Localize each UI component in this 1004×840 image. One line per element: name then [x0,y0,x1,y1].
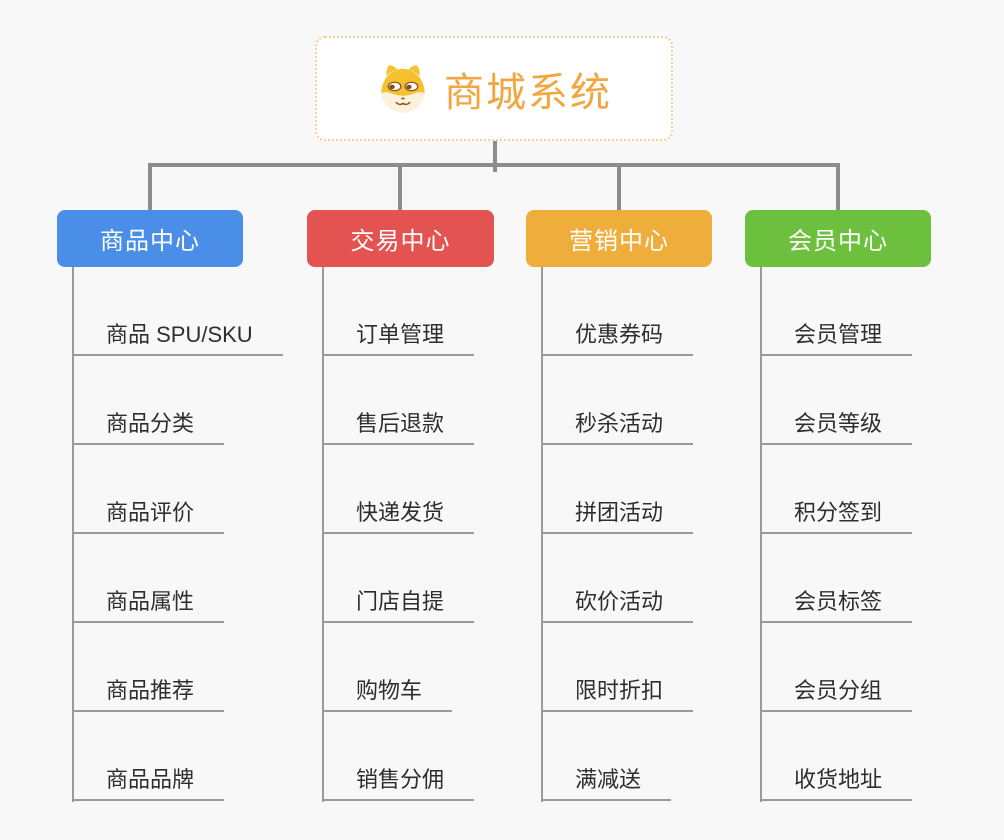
branch-topic-products[interactable]: 商品中心 [57,210,243,267]
leaf-topic-label: 售后退款 [322,406,475,445]
leaf-topic-label: 订单管理 [322,317,475,356]
leaf-topic-label: 砍价活动 [541,584,694,623]
branch-topic-label: 会员中心 [788,228,888,255]
leaf-topic-label: 积分签到 [760,495,913,534]
leaf-topic-label: 会员等级 [760,406,913,445]
leaf-topic[interactable]: 商品 SPU/SKU [72,267,283,356]
leaf-topic-label: 拼团活动 [541,495,694,534]
leaf-topic[interactable]: 商品评价 [72,445,283,534]
leaf-topic[interactable]: 秒杀活动 [541,356,694,445]
leaf-topic-label: 秒杀活动 [541,406,694,445]
leaf-topic-label: 商品 SPU/SKU [72,317,283,356]
leaf-topic[interactable]: 商品属性 [72,534,283,623]
branch-topic-label: 商品中心 [100,228,200,255]
branch-children-marketing: 优惠券码 秒杀活动 拼团活动 砍价活动 限时折扣 满减送 [541,267,694,801]
leaf-topic[interactable]: 销售分佣 [322,712,475,801]
leaf-topic[interactable]: 满减送 [541,712,693,801]
leaf-topic-label: 销售分佣 [322,762,475,801]
branch-children-trade: 订单管理 售后退款 快递发货 门店自提 购物车 销售分佣 [322,267,475,801]
branch-children-products: 商品 SPU/SKU 商品分类 商品评价 商品属性 商品推荐 商品品牌 [72,267,283,801]
branch-children-members: 会员管理 会员等级 积分签到 会员标签 会员分组 收货地址 [760,267,913,801]
leaf-topic[interactable]: 积分签到 [760,445,913,534]
connector-line [148,163,152,210]
connector-line [72,267,74,802]
leaf-topic[interactable]: 收货地址 [760,712,913,801]
connector-line [836,163,840,210]
branch-topic-label: 交易中心 [350,228,451,255]
connector-line [541,267,543,802]
leaf-topic-label: 会员标签 [760,584,913,623]
leaf-topic-label: 商品品牌 [72,762,225,801]
leaf-topic-label: 商品属性 [72,584,225,623]
connector-line [398,163,402,210]
leaf-topic-label: 满减送 [541,762,672,801]
leaf-topic-label: 会员分组 [760,673,913,712]
leaf-topic-label: 优惠券码 [541,317,694,356]
leaf-topic-label: 收货地址 [760,762,913,801]
branch-topic-trade[interactable]: 交易中心 [307,210,494,267]
leaf-topic-label: 限时折扣 [541,673,694,712]
connector-line [148,163,840,167]
doge-icon [376,62,430,116]
leaf-topic-label: 商品分类 [72,406,225,445]
leaf-topic[interactable]: 砍价活动 [541,534,694,623]
leaf-topic-label: 快递发货 [322,495,475,534]
root-topic-label: 商城系统 [444,70,612,115]
connector-line [617,163,621,210]
leaf-topic-label: 会员管理 [760,317,913,356]
leaf-topic[interactable]: 门店自提 [322,534,475,623]
leaf-topic[interactable]: 订单管理 [322,267,475,356]
leaf-topic[interactable]: 商品分类 [72,356,283,445]
connector-line [760,267,762,802]
leaf-topic[interactable]: 购物车 [322,623,474,712]
branch-topic-members[interactable]: 会员中心 [745,210,931,267]
leaf-topic[interactable]: 拼团活动 [541,445,694,534]
connector-line [493,141,497,172]
root-topic[interactable]: 商城系统 [315,36,673,141]
leaf-topic[interactable]: 售后退款 [322,356,475,445]
leaf-topic-label: 门店自提 [322,584,475,623]
leaf-topic[interactable]: 限时折扣 [541,623,694,712]
leaf-topic[interactable]: 会员管理 [760,267,913,356]
leaf-topic[interactable]: 会员等级 [760,356,913,445]
leaf-topic[interactable]: 优惠券码 [541,267,694,356]
connector-line [322,267,324,802]
leaf-topic[interactable]: 商品品牌 [72,712,283,801]
branch-topic-marketing[interactable]: 营销中心 [526,210,712,267]
leaf-topic[interactable]: 会员标签 [760,534,913,623]
leaf-topic[interactable]: 商品推荐 [72,623,283,712]
leaf-topic-label: 商品评价 [72,495,225,534]
leaf-topic-label: 购物车 [322,673,453,712]
leaf-topic[interactable]: 会员分组 [760,623,913,712]
branch-topic-label: 营销中心 [569,228,669,255]
leaf-topic[interactable]: 快递发货 [322,445,475,534]
leaf-topic-label: 商品推荐 [72,673,225,712]
